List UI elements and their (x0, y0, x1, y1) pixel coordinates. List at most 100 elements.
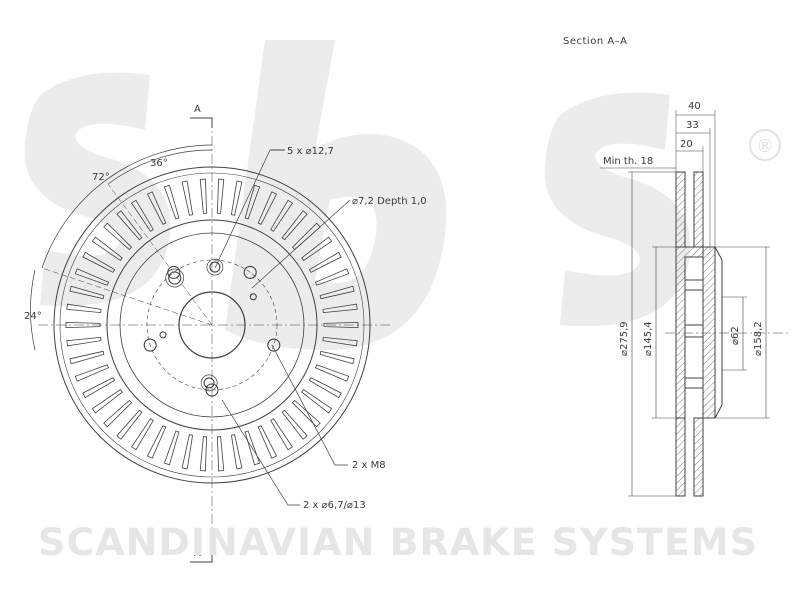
brand-watermark: SCANDINAVIAN BRAKE SYSTEMS (38, 521, 758, 564)
section-title: Section A–A (563, 36, 628, 47)
angle-inner-label: 36° (150, 158, 168, 169)
cooling-vent (257, 425, 278, 459)
cooling-vent (319, 350, 355, 365)
dim-outer-diameter: ⌀275,9 (619, 321, 630, 356)
dim-hat-diameter: ⌀145,4 (643, 321, 654, 356)
cooling-vent (199, 178, 208, 214)
wheel-bolt-hole (243, 265, 257, 279)
cooling-vent (314, 268, 350, 286)
small-hole (249, 293, 257, 301)
pin-hole (168, 271, 182, 285)
ring-top-inboard (675, 171, 686, 248)
leader-bolt-holes-line (214, 149, 271, 269)
cooling-vent (74, 268, 110, 286)
cooling-vent (103, 399, 133, 428)
angle-left-label: 24° (24, 311, 42, 322)
cooling-vent (116, 210, 143, 241)
cooling-vents (65, 178, 359, 472)
cooling-vent (163, 184, 180, 220)
cooling-vent (181, 434, 194, 470)
cooling-vent (244, 184, 261, 220)
cooling-vent (319, 285, 355, 300)
cooling-vent (116, 409, 143, 440)
leader-threads (271, 344, 348, 466)
bolt-holes (143, 258, 281, 397)
cooling-vent (281, 409, 308, 440)
cooling-vent (270, 418, 293, 451)
ring-bottom-inboard (675, 417, 686, 497)
leader-small-holes (251, 199, 351, 289)
cooling-vent (323, 321, 359, 329)
angle-arc-24 (30, 269, 36, 351)
cooling-vent (244, 430, 261, 466)
cooling-vent (69, 285, 105, 300)
cooling-vent (69, 350, 105, 365)
cooling-vent (74, 364, 110, 382)
pin-hole-counterbore (206, 258, 224, 276)
ring-bottom-outboard (693, 417, 704, 497)
dim-flange-diameter: ⌀158,2 (753, 321, 764, 356)
cooling-vent (301, 236, 333, 262)
cooling-vent (131, 199, 154, 232)
cooling-vent (91, 388, 123, 414)
cooling-vent (308, 251, 342, 273)
cooling-vent (230, 180, 243, 216)
cooling-vent (230, 434, 243, 470)
ring-top-outboard (693, 171, 704, 248)
small-holes-label: ⌀7,2 Depth 1,0 (352, 196, 427, 207)
cooling-vent (322, 336, 358, 347)
cooling-vent (65, 321, 101, 329)
bolt-holes-label: 5 x ⌀12,7 (287, 146, 334, 157)
angle-ray-36 (107, 183, 213, 326)
threads-label: 2 x M8 (352, 460, 386, 471)
small-hole (159, 331, 167, 339)
cooling-vent (257, 191, 278, 225)
angle-arc-72 (41, 144, 213, 269)
cooling-vent (82, 377, 116, 399)
pin-hole-counterbore (200, 374, 218, 392)
cooling-vent (291, 399, 321, 428)
cooling-vent (270, 199, 293, 232)
hat-inboard (675, 246, 704, 419)
dim-33: 33 (686, 120, 699, 131)
cooling-vent (82, 251, 116, 273)
cooling-vent (199, 436, 208, 472)
dim-40: 40 (688, 101, 701, 112)
sbs-logo-watermark: ® (24, 40, 781, 350)
cooling-vent (146, 425, 167, 459)
cooling-vent (146, 191, 167, 225)
angle-ray-72 (41, 267, 213, 326)
front-view (30, 117, 390, 563)
angle-arc-36 (107, 149, 213, 185)
pin-hole-counterbore (165, 268, 185, 288)
cooling-vent (103, 222, 133, 251)
section-marker-bottom: A (194, 548, 201, 559)
pin-hole (209, 261, 221, 273)
wheel-bolt-hole (267, 338, 281, 352)
min-thickness: Min th. 18 (603, 156, 653, 167)
hat-wall (702, 246, 716, 419)
cooling-vent (322, 303, 358, 314)
cooling-vent (308, 377, 342, 399)
cooling-vent (66, 303, 102, 314)
dim-20: 20 (680, 139, 693, 150)
leader-pin-holes (221, 399, 300, 506)
section-marker-top: A (194, 104, 201, 115)
section-view (600, 110, 790, 497)
cooling-vent (131, 418, 154, 451)
cooling-vent (216, 178, 225, 214)
dim-center-diameter: ⌀62 (730, 326, 741, 345)
cooling-vent (216, 436, 225, 472)
cooling-vent (91, 236, 123, 262)
cooling-vent (281, 210, 308, 241)
pin-hole (203, 377, 215, 389)
cooling-vent (181, 180, 194, 216)
pin-holes-label: 2 x ⌀6,7/⌀13 (303, 500, 366, 511)
cooling-vent (66, 336, 102, 347)
section-cut-top (190, 117, 213, 128)
registered-mark: ® (756, 136, 774, 157)
cooling-vent (314, 364, 350, 382)
cooling-vent (301, 388, 333, 414)
